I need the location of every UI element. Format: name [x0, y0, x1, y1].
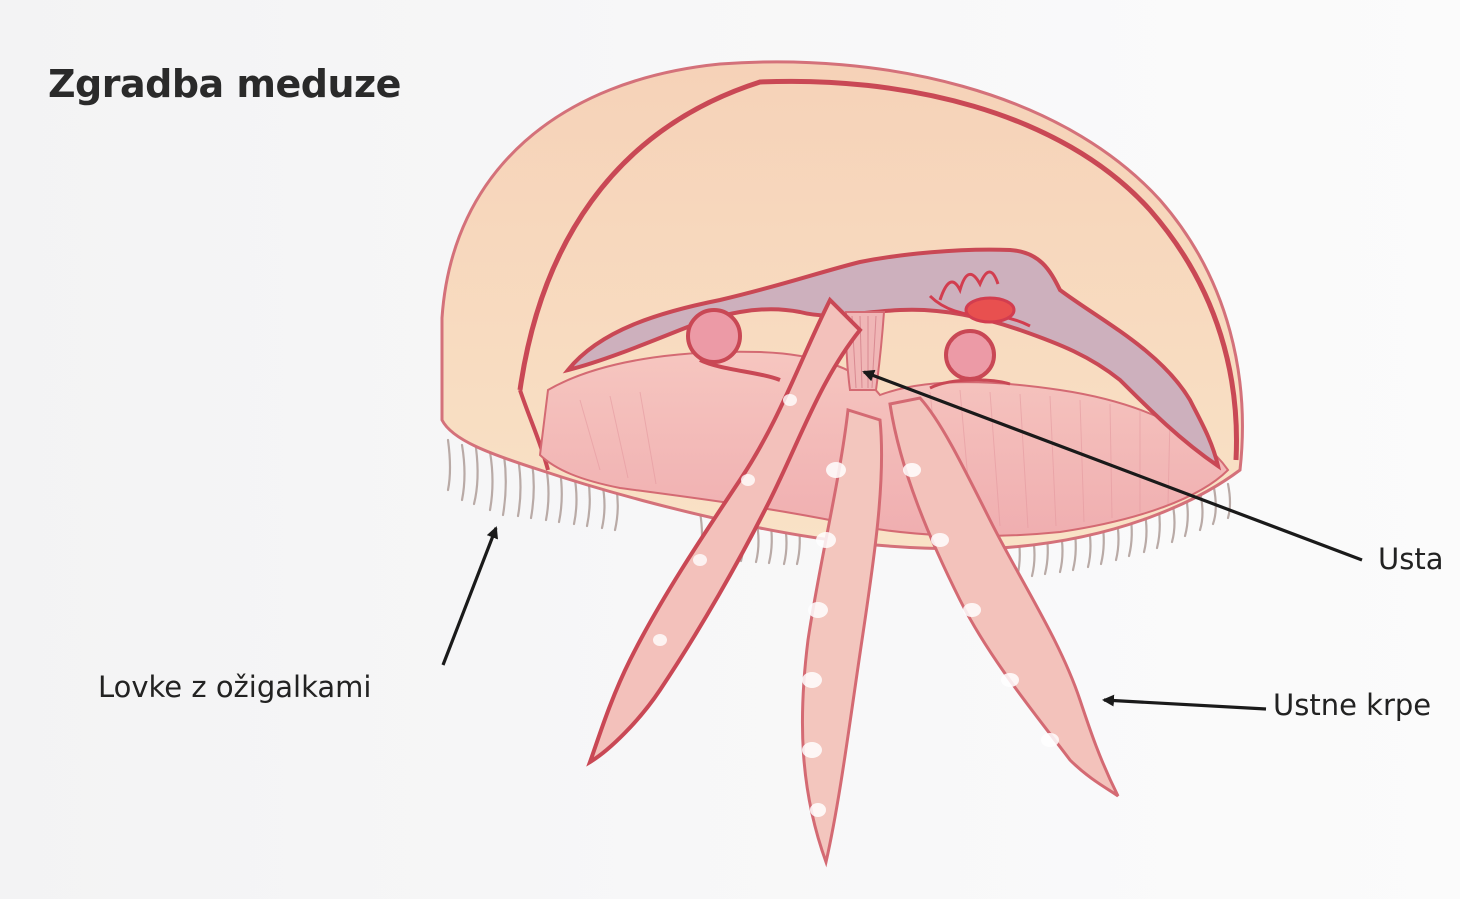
label-usta: Usta: [1378, 542, 1443, 576]
gonad-pouch-left: [688, 310, 740, 362]
arrow-ustne-krpe: [1104, 700, 1266, 709]
arrow-lovke: [443, 528, 496, 665]
label-ustne-krpe: Ustne krpe: [1273, 688, 1431, 722]
gonad-pouch-right: [946, 331, 994, 379]
label-lovke-z-ozigalkami: Lovke z ožigalkami: [98, 670, 371, 704]
